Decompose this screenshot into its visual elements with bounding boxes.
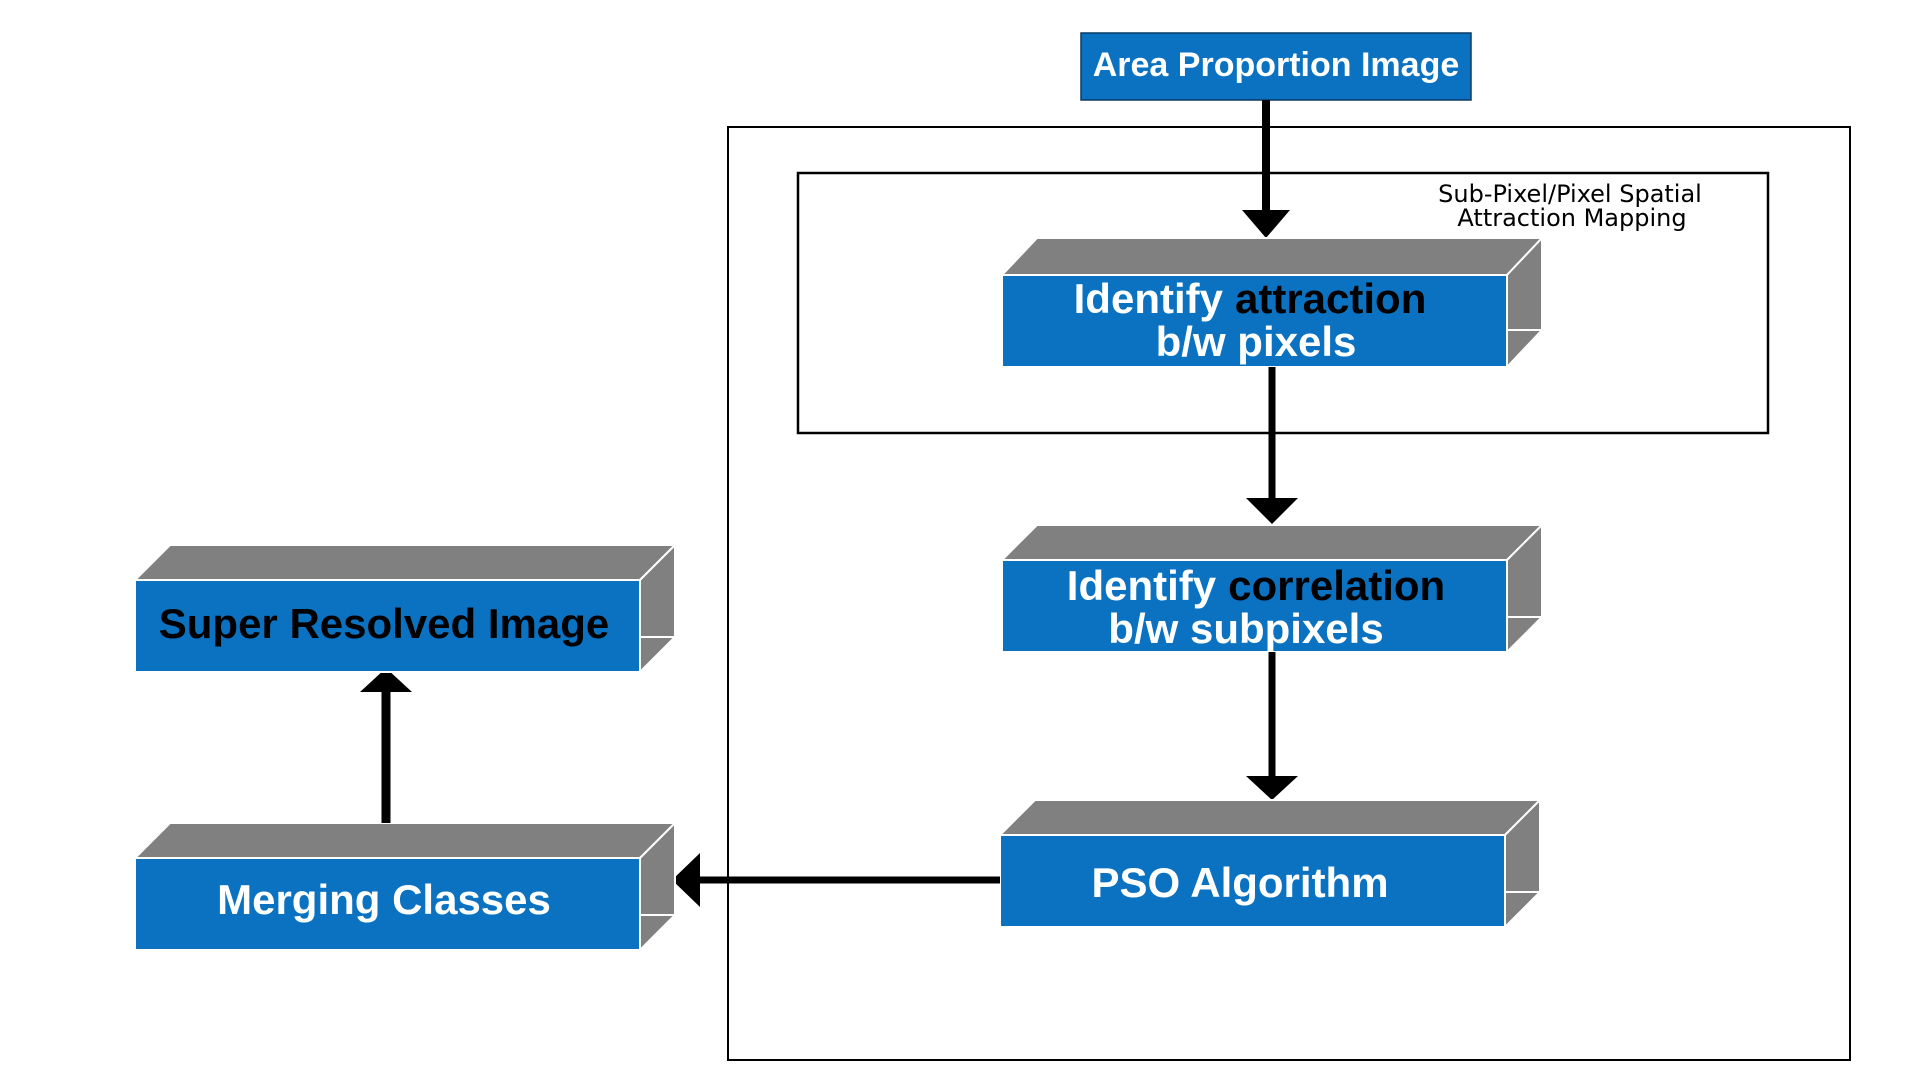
super-resolved-image-label: Super Resolved Image — [159, 600, 610, 647]
identify-attraction-label-line2: b/w pixels — [1156, 318, 1357, 365]
super-resolved-image-node: Super Resolved Image — [132, 542, 678, 675]
merging-classes-node: Merging Classes — [132, 820, 678, 953]
arrow-pso-to-merging — [672, 853, 1000, 907]
spatial-attraction-caption-line1: Sub-Pixel/Pixel Spatial — [1438, 180, 1702, 208]
arrow-correlation-to-pso — [1246, 652, 1298, 800]
identify-correlation-label-line2: b/w subpixels — [1108, 605, 1383, 652]
area-proportion-image-node: Area Proportion Image — [1080, 32, 1472, 101]
arrow-attraction-to-correlation — [1246, 367, 1298, 524]
pso-algorithm-node: PSO Algorithm — [997, 797, 1543, 930]
pso-algorithm-label: PSO Algorithm — [1091, 859, 1388, 906]
spatial-attraction-group-frame — [796, 171, 1770, 435]
arrow-area-to-attraction — [1242, 100, 1290, 238]
spatial-attraction-caption-line2: Attraction Mapping — [1457, 204, 1686, 232]
area-proportion-image-label: Area Proportion Image — [1093, 46, 1460, 84]
merging-classes-label: Merging Classes — [217, 876, 551, 923]
arrow-merging-to-super-resolved — [360, 668, 412, 823]
outer-process-frame — [727, 126, 1851, 1061]
